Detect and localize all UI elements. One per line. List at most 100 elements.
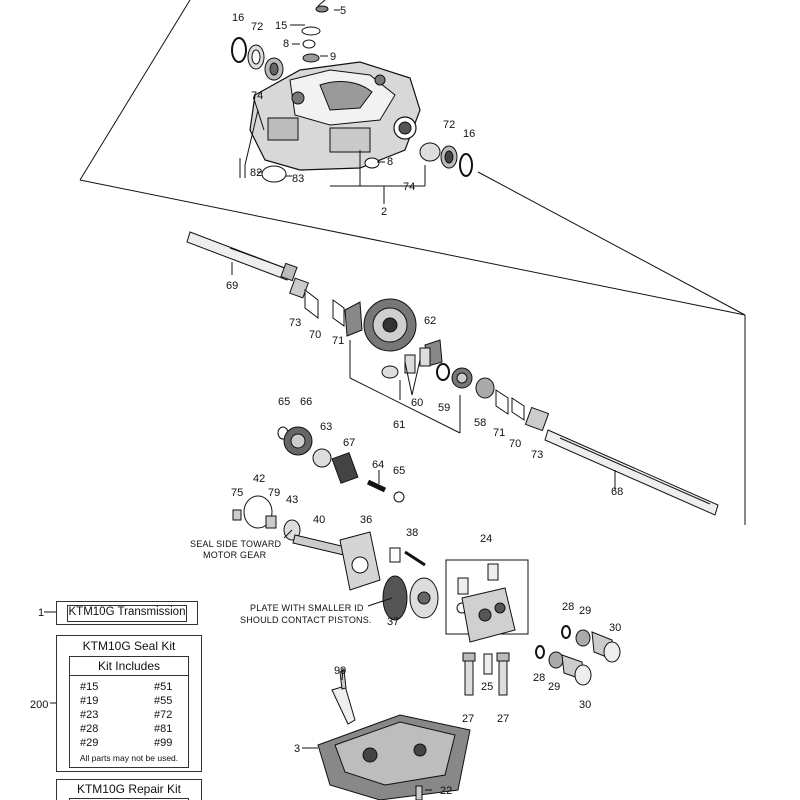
callout-64: 64 — [372, 459, 384, 471]
top-small-parts — [231, 5, 473, 183]
callout-63: 63 — [320, 421, 332, 433]
axle-69 — [186, 231, 309, 299]
callout-73: 73 — [289, 317, 301, 329]
part-19: #19 — [80, 695, 99, 707]
callout-82: 82 — [250, 167, 262, 179]
callout-16-right: 16 — [463, 128, 475, 140]
callout-65-right: 65 — [393, 465, 405, 477]
part-81: #81 — [154, 723, 173, 735]
callout-61: 61 — [393, 419, 405, 431]
seal-note-line2: MOTOR GEAR — [203, 550, 267, 560]
callout-58: 58 — [474, 417, 486, 429]
part-72: #72 — [154, 709, 173, 721]
axle-68 — [544, 429, 719, 516]
callout-29-lower: 29 — [548, 681, 560, 693]
seal-kit-inner: Kit Includes #15 #19 #23 #28 #29 #51 #55… — [69, 656, 189, 768]
callout-22: 22 — [440, 785, 452, 797]
callout-43: 43 — [286, 494, 298, 506]
callout-62: 62 — [424, 315, 436, 327]
seal-kit-title: KTM10G Seal Kit — [82, 639, 176, 653]
callout-66: 66 — [300, 396, 312, 408]
part-28: #28 — [80, 723, 99, 735]
callout-200: 200 — [30, 699, 48, 711]
upper-housing — [244, 61, 421, 178]
guide-lines — [79, 0, 746, 525]
callout-42: 42 — [253, 473, 265, 485]
repair-kit-title: KTM10G Repair Kit — [76, 782, 182, 796]
callout-60: 60 — [411, 397, 423, 409]
bolt-22 — [415, 785, 432, 800]
callout-73-right: 73 — [531, 449, 543, 461]
bolts — [462, 652, 510, 696]
callout-28: 28 — [562, 601, 574, 613]
callout-79: 79 — [268, 487, 280, 499]
part-23: #23 — [80, 709, 99, 721]
plate-note-line1: PLATE WITH SMALLER ID — [250, 603, 364, 613]
callout-28-lower: 28 — [533, 672, 545, 684]
callout-27: 27 — [462, 713, 474, 725]
gear-train-upper — [304, 288, 550, 432]
callout-75: 75 — [231, 487, 243, 499]
callout-69: 69 — [226, 280, 238, 292]
callout-25: 25 — [481, 681, 493, 693]
callout-74: 74 — [251, 90, 263, 102]
part-51: #51 — [154, 681, 173, 693]
transmission-box: KTM10G Transmission — [56, 601, 198, 625]
fittings — [535, 625, 621, 686]
callout-74-right: 74 — [403, 181, 415, 193]
callout-70: 70 — [309, 329, 321, 341]
callout-8-lower: 8 — [387, 156, 393, 168]
callout-24: 24 — [480, 533, 492, 545]
assembly-notes: SEAL SIDE TOWARD MOTOR GEAR PLATE WITH S… — [190, 539, 372, 625]
seal-note-line1: SEAL SIDE TOWARD — [190, 539, 282, 549]
center-section — [445, 559, 529, 643]
callout-29: 29 — [579, 605, 591, 617]
seal-kit-box: KTM10G Seal Kit Kit Includes #15 #19 #23… — [56, 635, 202, 772]
callout-36: 36 — [360, 514, 372, 526]
callout-5: 5 — [340, 5, 346, 17]
kit-includes-label: Kit Includes — [70, 659, 188, 676]
callout-38: 38 — [406, 527, 418, 539]
note-leaders — [44, 529, 393, 704]
callout-99: 99 — [334, 665, 346, 677]
callout-40: 40 — [313, 514, 325, 526]
callout-15: 15 — [275, 20, 287, 32]
callout-27-right: 27 — [497, 713, 509, 725]
transmission-label: KTM10G Transmission — [68, 606, 186, 618]
callout-72-right: 72 — [443, 119, 455, 131]
callout-70-right: 70 — [509, 438, 521, 450]
callout-68: 68 — [611, 486, 623, 498]
callout-71: 71 — [332, 335, 344, 347]
callout-3: 3 — [294, 743, 300, 755]
callout-labels: 5 16 72 15 8 9 74 82 83 8 72 16 74 2 69 … — [30, 5, 623, 797]
callout-30: 30 — [609, 622, 621, 634]
callout-2: 2 — [381, 206, 387, 218]
callout-30-lower: 30 — [579, 699, 591, 711]
part-29: #29 — [80, 737, 99, 749]
motor-cluster — [277, 426, 405, 503]
callout-16: 16 — [232, 12, 244, 24]
callout-72: 72 — [251, 21, 263, 33]
callout-8: 8 — [283, 38, 289, 50]
callout-83: 83 — [292, 173, 304, 185]
callout-37: 37 — [387, 616, 399, 628]
lower-housing — [302, 714, 471, 800]
part-15: #15 — [80, 681, 99, 693]
gear-train-brackets — [349, 340, 461, 434]
callout-71-right: 71 — [493, 427, 505, 439]
pump-cluster — [232, 495, 439, 621]
sealant-tube — [331, 667, 356, 725]
part-99: #99 — [154, 737, 173, 749]
callout-1: 1 — [38, 607, 44, 619]
part-55: #55 — [154, 695, 173, 707]
callout-67: 67 — [343, 437, 355, 449]
repair-kit-box: KTM10G Repair Kit — [56, 779, 202, 800]
kit-footnote: All parts may not be used. — [79, 753, 179, 763]
plate-note-line2: SHOULD CONTACT PISTONS. — [240, 615, 372, 625]
callout-9: 9 — [330, 51, 336, 63]
housing-brackets — [239, 9, 426, 204]
callout-65: 65 — [278, 396, 290, 408]
callout-59: 59 — [438, 402, 450, 414]
